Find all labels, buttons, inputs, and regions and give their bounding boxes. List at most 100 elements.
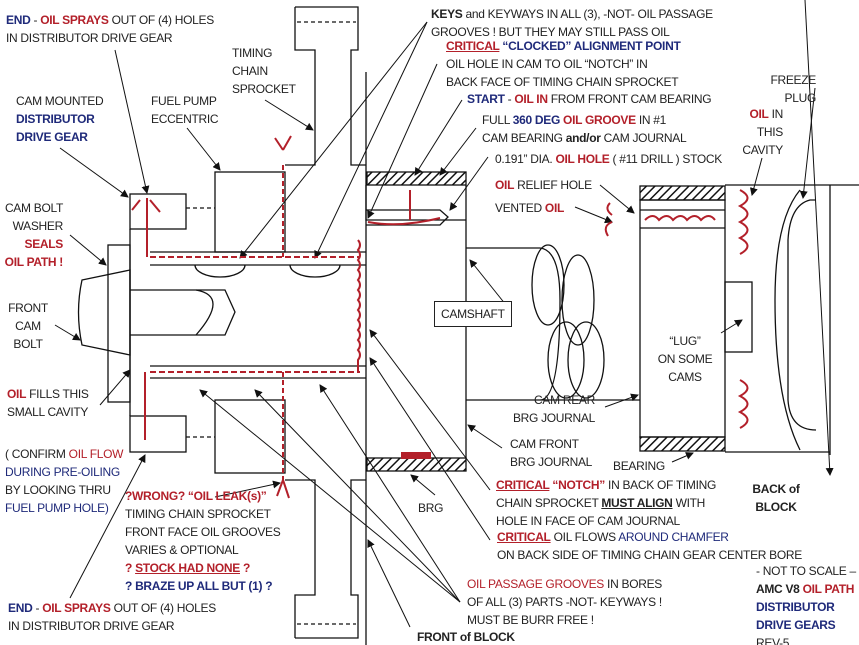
label-text: ( CONFIRM xyxy=(5,447,69,461)
back-of-block xyxy=(725,184,859,455)
label-line: FUEL PUMP xyxy=(151,92,218,110)
label-line: ? BRAZE UP ALL BUT (1) ? xyxy=(125,577,280,595)
label-text: FRONT of BLOCK xyxy=(417,630,515,644)
oil-hole-note: 0.191” DIA. OIL HOLE ( #11 DRILL ) STOCK xyxy=(495,150,722,168)
label-text: IN xyxy=(768,107,784,121)
label-line: PLUG xyxy=(740,89,817,107)
label-text: RELIEF HOLE xyxy=(514,178,592,192)
label-text: OIL FLOW xyxy=(68,447,124,461)
label-line: WASHER xyxy=(0,217,64,235)
label-line: CHAIN SPROCKET MUST ALIGN WITH xyxy=(496,494,716,512)
label-text: and/or xyxy=(565,131,601,145)
label-line: THIS xyxy=(720,123,783,141)
oil-relief-hole-label: OIL RELIEF HOLE xyxy=(495,176,592,194)
label-line: END - OIL SPRAYS OUT OF (4) HOLES xyxy=(8,599,216,617)
label-line: CAM BEARING and/or CAM JOURNAL xyxy=(482,129,687,147)
label-text: CRITICAL xyxy=(497,530,551,544)
label-line: VARIES & OPTIONAL xyxy=(125,541,280,559)
label-line: REV-5 xyxy=(756,634,856,645)
rear-bearing-lower xyxy=(639,436,726,452)
label-line: ON SOME xyxy=(640,350,730,368)
label-text: CHAIN xyxy=(232,64,268,78)
label-line: BRG JOURNAL xyxy=(500,409,595,427)
label-text: MUST BE BURR FREE ! xyxy=(467,613,594,627)
label-line: ? STOCK HAD NONE ? xyxy=(125,559,280,577)
label-line: CRITICAL OIL FLOWS AROUND CHAMFER xyxy=(497,528,802,546)
distributor-gear-upper xyxy=(129,193,187,230)
label-text: SPROCKET xyxy=(232,82,296,96)
timing-sprocket-lower xyxy=(285,479,366,639)
label-line: CAMS xyxy=(640,368,730,386)
label-text: STOCK HAD NONE xyxy=(135,561,240,575)
oil-path xyxy=(131,135,749,499)
label-text: VENTED xyxy=(495,201,545,215)
label-text: “NOTCH” xyxy=(549,478,605,492)
label-line: FRONT FACE OIL GROOVES xyxy=(125,523,281,541)
label-text: OIL PATH ! xyxy=(4,255,64,269)
label-text: START xyxy=(467,92,505,106)
label-line: CRITICAL “NOTCH” IN BACK OF TIMING xyxy=(496,476,716,494)
label-text: OIL PATH xyxy=(802,582,855,596)
label-line: ?WRONG? “OIL LEAK(s)” xyxy=(125,487,280,505)
camshaft-label: CAMSHAFT xyxy=(434,301,512,327)
label-text: IN DISTRIBUTOR DRIVE GEAR xyxy=(8,619,175,633)
label-text: IN #1 xyxy=(635,113,667,127)
label-line: BY LOOKING THRU xyxy=(5,481,123,499)
label-text: VARIES & OPTIONAL xyxy=(125,543,239,557)
label-line: BOLT xyxy=(0,335,56,353)
fuel-pump-eccentric-upper xyxy=(214,171,286,253)
label-text: DISTRIBUTOR xyxy=(16,112,95,126)
label-line: FRONT xyxy=(0,299,56,317)
label-text: CRITICAL xyxy=(496,478,550,492)
label-line: BRG JOURNAL xyxy=(510,453,592,471)
label-text: PLUG xyxy=(784,91,817,105)
label-line: CAVITY xyxy=(720,141,783,159)
label-text: BRG xyxy=(418,501,444,515)
label-text: ON BACK SIDE OF TIMING CHAIN GEAR CENTER… xyxy=(497,548,802,562)
label-text: BEARING xyxy=(613,459,665,473)
label-text: KEYS xyxy=(431,7,463,21)
label-text: ? BRAZE UP ALL BUT (1) ? xyxy=(125,579,273,593)
label-line: FUEL PUMP HOLE) xyxy=(5,499,123,517)
label-text: CAM BOLT xyxy=(4,201,63,215)
label-text: MUST ALIGN xyxy=(601,496,673,510)
label-line: MUST BE BURR FREE ! xyxy=(467,611,662,629)
label-text: CAM FRONT xyxy=(510,437,579,451)
label-line: TIMING CHAIN SPROCKET xyxy=(125,505,280,523)
label-line: 0.191” DIA. OIL HOLE ( #11 DRILL ) STOCK xyxy=(495,150,722,168)
label-line: ON BACK SIDE OF TIMING CHAIN GEAR CENTER… xyxy=(497,546,802,564)
label-text: CAVITY xyxy=(742,143,783,157)
label-line: END - OIL SPRAYS OUT OF (4) HOLES xyxy=(6,11,214,29)
label-text: TIMING xyxy=(232,46,273,60)
label-line: DRIVE GEARS xyxy=(756,616,856,634)
label-line: OIL RELIEF HOLE xyxy=(495,176,592,194)
label-text: CAM REAR xyxy=(534,393,595,407)
label-text: IN BACK OF TIMING xyxy=(605,478,717,492)
camshaft xyxy=(466,247,640,401)
label-text: TIMING CHAIN SPROCKET xyxy=(125,507,271,521)
label-text: CAMSHAFT xyxy=(441,307,505,321)
label-text: CAMS xyxy=(668,370,702,384)
label-line: HOLE IN FACE OF CAM JOURNAL xyxy=(496,512,716,530)
front-bearing-upper xyxy=(366,171,467,186)
label-line: DISTRIBUTOR xyxy=(756,598,856,616)
cam-bolt-washer xyxy=(107,244,131,403)
label-text: FUEL PUMP HOLE) xyxy=(5,501,109,515)
label-line: CAM FRONT xyxy=(510,435,592,453)
label-line: OIL IN xyxy=(720,105,783,123)
label-text: FULL xyxy=(482,113,513,127)
timing-sprocket-upper xyxy=(285,6,366,166)
brg-label: BRG xyxy=(418,499,443,517)
label-line: CAM xyxy=(0,317,56,335)
label-text: IN BORES xyxy=(604,577,662,591)
label-text: “LUG” xyxy=(669,334,701,348)
label-text: 360 DEG xyxy=(512,113,561,127)
cam-front-journal-label: CAM FRONT BRG JOURNAL xyxy=(510,435,592,471)
label-line: CHAIN xyxy=(232,62,296,80)
